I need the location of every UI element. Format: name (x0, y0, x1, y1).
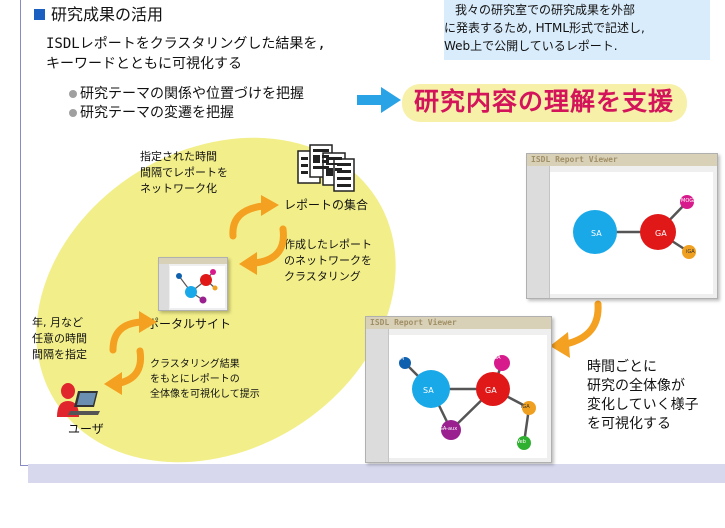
viewer-title: ISDL Report Viewer (366, 317, 551, 329)
viewer-canvas (550, 172, 713, 294)
cycle-arrow-icon (239, 225, 287, 275)
note-line-1: 我々の研究室での研究成果を外部 (455, 3, 636, 17)
node-label: iGA (686, 249, 695, 255)
intro-line-1: ISDLレポートをクラスタリングした結果を, (46, 36, 326, 52)
portal-label: ポータルサイト (147, 317, 232, 331)
step4-line: をもとにレポートの (150, 374, 240, 385)
note-line-3: Web上で公開しているレポート. (444, 39, 618, 53)
step4-line: クラスタリング結果 (150, 359, 240, 370)
bullet-dot-icon (69, 90, 77, 98)
node-label: GA (655, 229, 667, 238)
cycle-arrow-icon (229, 195, 279, 240)
right-arrow-icon (357, 87, 401, 113)
step3-line: 任意の時間 (32, 332, 87, 345)
intro-line-2: キーワードとともに可視化する (46, 56, 242, 72)
cycle-arrow-icon (104, 347, 145, 395)
viewer-title: ISDL Report Viewer (527, 154, 717, 166)
user-at-laptop-icon (57, 383, 100, 417)
viewer-sidebar (527, 166, 550, 298)
node-label: DDM (392, 356, 405, 362)
viewer-sidebar (366, 329, 389, 462)
step2-line: 作成したレポート (284, 238, 372, 251)
caption-line: 変化していく様子 (587, 397, 699, 413)
bottom-band (28, 464, 725, 483)
cycle-arrow-icon (550, 300, 602, 358)
headline: 研究内容の理解を支援 (414, 87, 675, 116)
step1-line: ネットワーク化 (140, 182, 217, 195)
node-label: MOGA (485, 355, 501, 361)
headline-highlight (402, 84, 687, 122)
report-viewer-window-bottom: ISDL Report Viewer (365, 316, 552, 463)
caption-line: 時間ごとに (587, 359, 657, 375)
step2-line: のネットワークを (284, 254, 372, 267)
node-label: iGA (521, 404, 530, 410)
step4-line: 全体像を可視化して提示 (150, 389, 260, 400)
node-label: GA (485, 386, 497, 395)
step3-line: 年, 月など (32, 316, 83, 329)
node-label: MOGA (681, 198, 697, 204)
node-label: GA-aux (439, 426, 458, 432)
caption-line: を可視化する (587, 416, 671, 432)
portal-thumbnail (158, 257, 228, 311)
square-bullet-icon (34, 9, 45, 20)
caption-line: 研究の全体像が (587, 378, 685, 394)
step2-line: クラスタリング (284, 270, 361, 283)
reports-label: レポートの集合 (284, 198, 369, 212)
node-label: SA (591, 229, 602, 238)
bullet-dot-icon (69, 109, 77, 117)
step1-line: 指定された時間 (140, 150, 217, 163)
cycle-arrow-icon (109, 311, 157, 354)
viewer-canvas (389, 335, 547, 458)
bullet-item: 研究テーマの関係や位置づけを把握 (80, 86, 304, 102)
node-label: SA (423, 386, 434, 395)
note-line-2: に発表するため, HTML形式で記述し, (444, 21, 645, 35)
user-label: ユーザ (68, 422, 104, 436)
node-label: Web (515, 439, 526, 445)
section-title: 研究成果の活用 (51, 5, 164, 24)
note-box (444, 0, 710, 60)
step3-line: 間隔を指定 (32, 348, 87, 361)
document-stack-icon (297, 144, 355, 192)
step1-line: 間隔でレポートを (140, 166, 228, 179)
bullet-item: 研究テーマの変遷を把握 (80, 105, 234, 121)
report-viewer-window-top: ISDL Report Viewer (526, 153, 718, 299)
